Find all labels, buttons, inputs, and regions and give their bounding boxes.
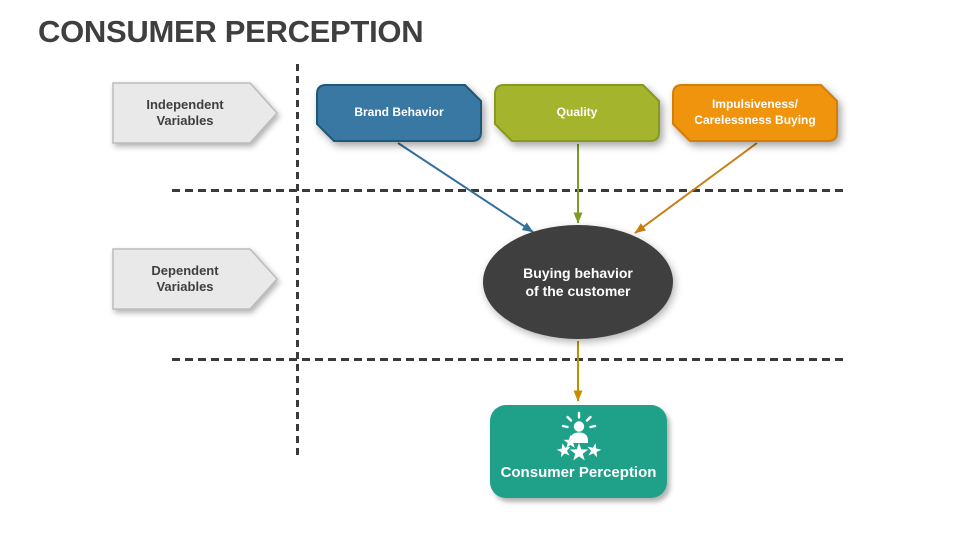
lane-pointer-dependent: Dependent Variables <box>112 248 278 310</box>
dashed-divider-top <box>172 189 846 192</box>
outcome-ellipse-shape <box>483 225 673 339</box>
dashed-divider-vertical <box>296 64 299 456</box>
lane-pointer-independent: Independent Variables <box>112 82 278 144</box>
variable-box-shape <box>494 84 660 142</box>
result-label: Consumer Perception <box>500 464 657 481</box>
outcome-label: Buying behavior of the customer <box>523 264 633 299</box>
variable-label-quality: Quality <box>556 105 598 120</box>
variable-box-shape <box>316 84 482 142</box>
variable-box-brand-behavior: Brand Behavior <box>316 84 482 142</box>
lane-independent-label: Independent Variables <box>146 96 224 128</box>
variable-label-impulsiveness: Impulsiveness/ Carelessness Buying <box>694 97 816 127</box>
result-card-consumer-perception: Consumer Perception <box>490 405 667 498</box>
variable-box-shape <box>672 84 838 142</box>
lane-pointer-shape <box>112 248 278 310</box>
variable-label-brand-behavior: Brand Behavior <box>354 105 444 120</box>
arrow-impulsiveness-to-outcome <box>634 142 758 234</box>
variable-box-quality: Quality <box>494 84 660 142</box>
lane-pointer-shape <box>112 82 278 144</box>
lane-dependent-label: Dependent Variables <box>151 262 219 294</box>
arrow-brand-to-outcome <box>397 142 534 233</box>
page-title: CONSUMER PERCEPTION <box>38 14 424 49</box>
dashed-divider-bottom <box>172 358 846 361</box>
outcome-ellipse: Buying behavior of the customer <box>482 224 674 340</box>
person-insight-stars-icon <box>556 411 601 461</box>
variable-box-impulsiveness: Impulsiveness/ Carelessness Buying <box>672 84 838 142</box>
